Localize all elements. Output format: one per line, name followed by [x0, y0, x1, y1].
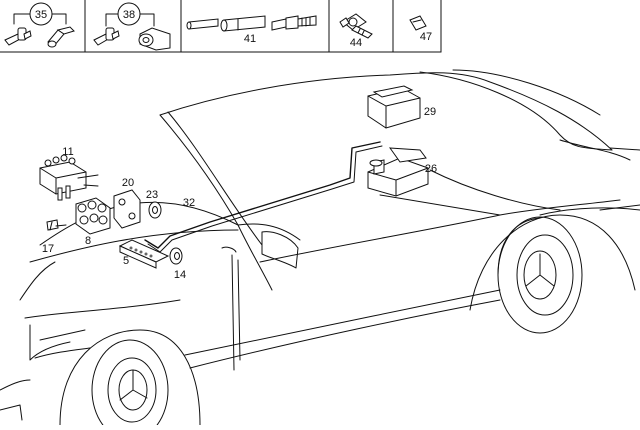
callout-23[interactable]: 23	[146, 189, 158, 201]
mirror-base	[237, 223, 301, 241]
grille-edge	[0, 404, 23, 421]
pneumatic-line-outer	[147, 145, 383, 253]
strip-cell-35[interactable]: 35	[4, 2, 75, 48]
bumper-line	[24, 299, 181, 319]
front-rim	[107, 357, 157, 423]
bumper-lower	[34, 347, 91, 359]
rear-wheel	[469, 214, 636, 334]
headlight-top	[39, 329, 86, 341]
strip-cell-47[interactable]: 47	[409, 15, 432, 43]
rear-star-icon	[525, 253, 555, 287]
door-front-edge	[237, 224, 273, 291]
parts-strip: 35 38	[0, 0, 442, 53]
check-valve-icon	[339, 13, 373, 39]
callout-14[interactable]: 14	[174, 269, 186, 281]
door-seam	[231, 254, 235, 371]
grommet-23[interactable]	[148, 201, 162, 219]
car-outline	[0, 69, 640, 421]
tail-edge	[599, 204, 640, 211]
callout-11[interactable]: 11	[62, 146, 73, 158]
pneumatic-line	[144, 141, 381, 249]
strip-label-47: 47	[420, 31, 432, 43]
a-pillar	[159, 114, 239, 226]
leader-line	[13, 13, 31, 25]
terminal-strip-5[interactable]	[118, 239, 170, 269]
rear-door-window	[379, 194, 501, 216]
front-wheel	[59, 329, 201, 430]
valve-cluster-8[interactable]	[75, 197, 111, 235]
strip-cell-44[interactable]: 44	[339, 13, 373, 49]
nut-14[interactable]	[169, 247, 183, 265]
reservoir-29[interactable]	[367, 85, 421, 129]
side-sill	[184, 289, 501, 356]
pressure-pump-26[interactable]	[367, 147, 429, 197]
rear-belt	[499, 199, 621, 216]
bracket-20[interactable]	[113, 189, 141, 229]
leader-line	[51, 13, 67, 25]
front-star-icon	[119, 369, 148, 401]
callout-20[interactable]: 20	[122, 177, 134, 189]
front-wheel-arch	[59, 329, 201, 426]
door-seam-2	[237, 259, 241, 361]
rear-quarter-top	[539, 207, 640, 216]
terminal-pins	[129, 246, 153, 258]
strip-label-35: 35	[35, 9, 47, 21]
tube-fitting-icon	[271, 15, 317, 31]
trunk-edge	[609, 147, 640, 151]
rear-window-line	[419, 71, 613, 151]
rear-tire-shadow	[497, 217, 541, 276]
callout-29[interactable]: 29	[424, 106, 436, 118]
valve-fitting-icon	[93, 27, 120, 46]
leader-line	[105, 13, 119, 27]
side-mirror	[261, 231, 299, 269]
mirror-arm	[221, 246, 237, 253]
rear-wheel-arch	[469, 214, 636, 311]
lower-grille	[0, 379, 31, 391]
valve-block-11[interactable]	[39, 154, 99, 201]
rear-roof-edge	[452, 69, 601, 116]
strip-cell-38[interactable]: 38	[93, 2, 171, 51]
callout-17[interactable]: 17	[42, 243, 54, 255]
front-corner	[29, 324, 71, 361]
rear-rim	[516, 234, 574, 316]
c-pillar	[429, 169, 561, 211]
front-tire	[91, 339, 169, 430]
windshield-edge	[167, 111, 263, 246]
tube-sleeve-icon	[220, 15, 266, 32]
strip-label-41: 41	[244, 33, 256, 45]
rocker-line	[189, 299, 501, 369]
strip-label-38: 38	[123, 9, 135, 21]
callout-8[interactable]: 8	[85, 235, 91, 247]
hose-connector-icon	[47, 26, 75, 48]
rear-hub	[523, 250, 557, 300]
valve-fitting-icon	[4, 27, 32, 46]
belt-line	[259, 214, 501, 263]
screw-17[interactable]	[46, 219, 67, 231]
trunk-line	[559, 139, 631, 161]
strip-label-44: 44	[350, 37, 362, 49]
hood-crease	[29, 229, 239, 263]
callout-5[interactable]: 5	[123, 255, 129, 267]
leader-line	[139, 13, 155, 27]
callout-labels: 11 20 23 32 17 8 5 14 29 26	[42, 106, 437, 281]
front-fascia	[19, 261, 56, 301]
callout-26[interactable]: 26	[425, 163, 437, 175]
small-clip-icon	[409, 15, 427, 31]
elbow-connector-icon	[138, 27, 171, 51]
strip-cell-41[interactable]: 41	[186, 15, 317, 45]
tube-segment-icon	[186, 18, 219, 30]
callout-32[interactable]: 32	[183, 197, 195, 209]
